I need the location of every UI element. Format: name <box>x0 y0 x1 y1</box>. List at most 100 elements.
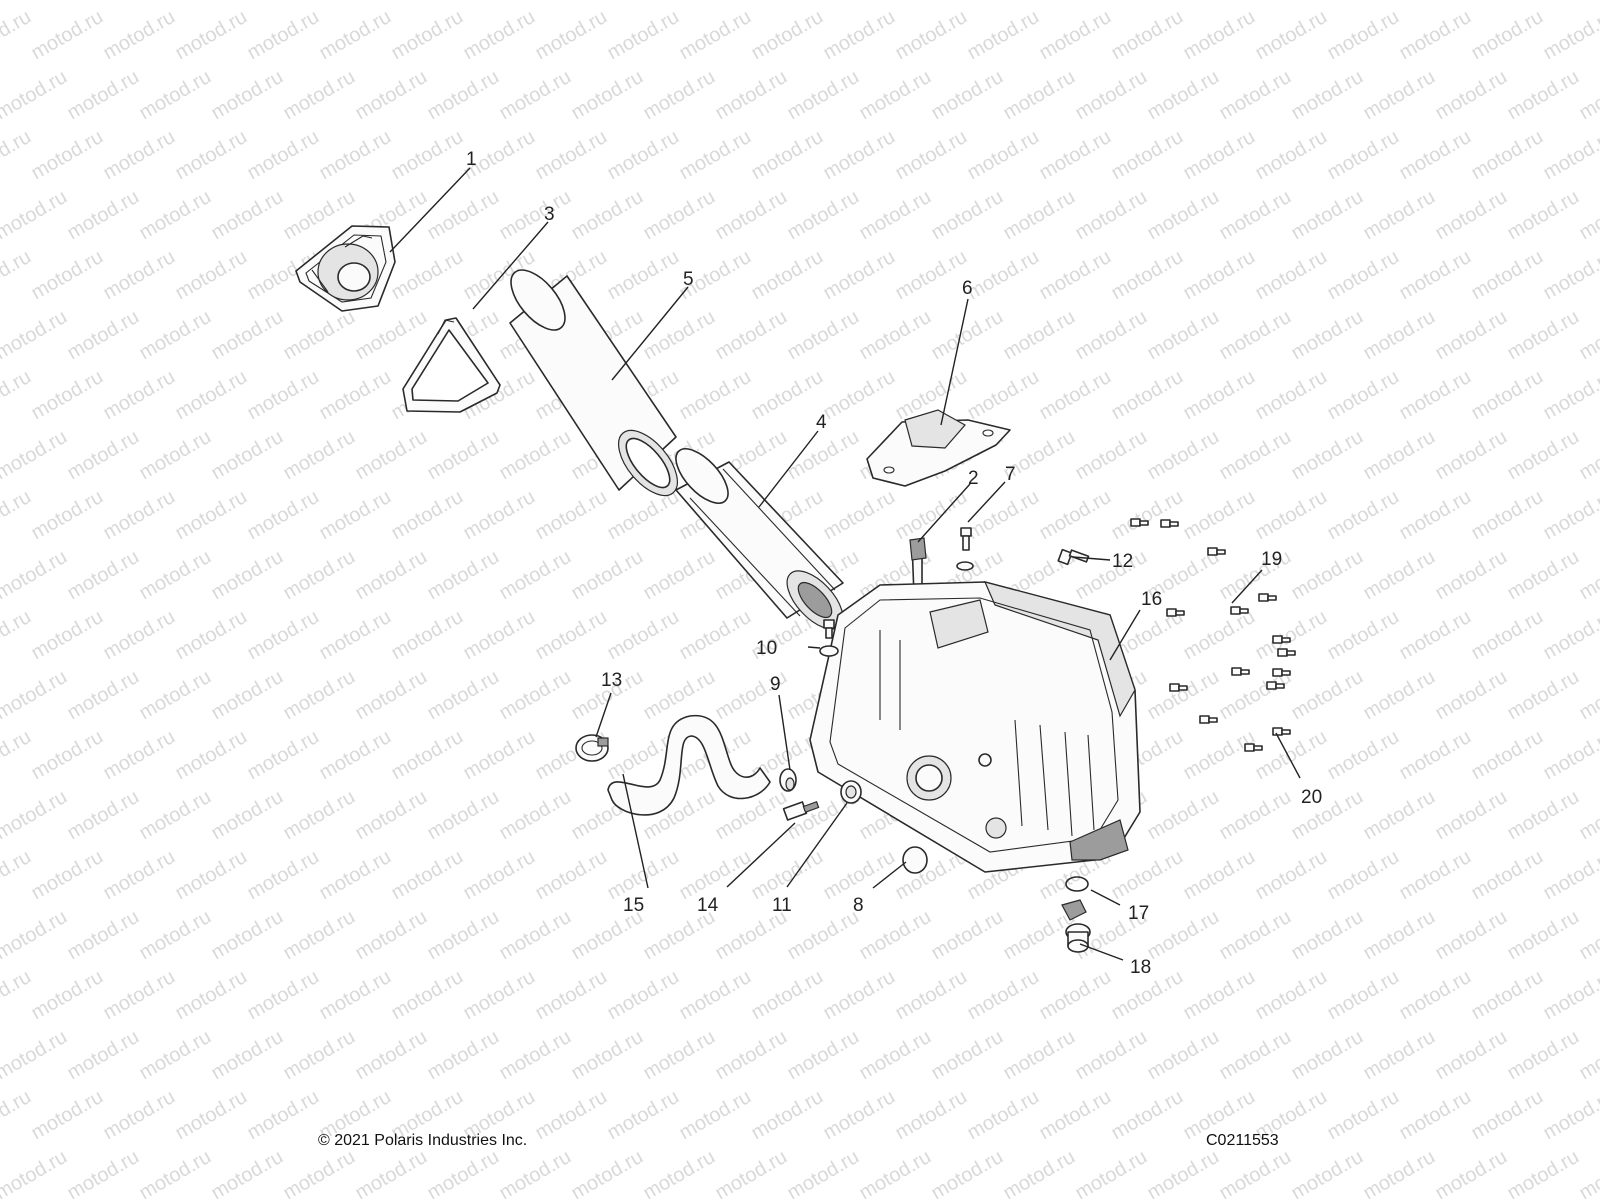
watermark-text: motod.ru <box>820 966 899 1025</box>
callout-5: 5 <box>683 269 694 290</box>
watermark-text: motod.ru <box>1360 306 1439 365</box>
watermark-text: motod.ru <box>1108 486 1187 545</box>
watermark-text: motod.ru <box>136 66 215 125</box>
watermark-text: motod.ru <box>100 606 179 665</box>
watermark-text: motod.ru <box>1504 426 1583 485</box>
watermark-text: motod.ru <box>208 426 287 485</box>
watermark-text: motod.ru <box>1576 426 1600 485</box>
watermark-text: motod.ru <box>1360 666 1439 725</box>
watermark-text: motod.ru <box>1540 246 1600 305</box>
watermark-text: motod.ru <box>496 906 575 965</box>
watermark-text: motod.ru <box>1072 1146 1151 1200</box>
watermark-text: motod.ru <box>568 1026 647 1085</box>
watermark-text: motod.ru <box>388 6 467 65</box>
watermark-text: motod.ru <box>1324 366 1403 425</box>
watermark-text: motod.ru <box>1180 486 1259 545</box>
watermark-text: motod.ru <box>496 0 575 4</box>
watermark-text: motod.ru <box>28 366 107 425</box>
watermark-text: motod.ru <box>352 1146 431 1200</box>
watermark-text: motod.ru <box>244 6 323 65</box>
watermark-text: motod.ru <box>28 6 107 65</box>
watermark-text: motod.ru <box>1360 786 1439 845</box>
callout-16: 16 <box>1141 589 1162 610</box>
watermark-text: motod.ru <box>208 66 287 125</box>
watermark-text: motod.ru <box>1144 906 1223 965</box>
watermark-text: motod.ru <box>712 66 791 125</box>
watermark-text: motod.ru <box>1576 66 1600 125</box>
watermark-text: motod.ru <box>352 786 431 845</box>
watermark-text: motod.ru <box>100 6 179 65</box>
callout-10: 10 <box>756 638 777 659</box>
watermark-text: motod.ru <box>388 966 467 1025</box>
watermark-text: motod.ru <box>64 1026 143 1085</box>
watermark-text: motod.ru <box>0 1146 71 1200</box>
watermark-text: motod.ru <box>1576 1026 1600 1085</box>
watermark-text: motod.ru <box>1108 1086 1187 1145</box>
watermark-text: motod.ru <box>820 366 899 425</box>
screw <box>1160 519 1179 528</box>
copyright-notice: © 2021 Polaris Industries Inc. <box>318 1132 528 1149</box>
watermark-text: motod.ru <box>1396 6 1475 65</box>
watermark-text: motod.ru <box>784 66 863 125</box>
watermark-text: motod.ru <box>316 846 395 905</box>
screw <box>1244 743 1263 752</box>
watermark-text: motod.ru <box>1576 786 1600 845</box>
watermark-text: motod.ru <box>208 666 287 725</box>
callout-20: 20 <box>1301 787 1322 808</box>
watermark-text: motod.ru <box>1216 786 1295 845</box>
watermark-text: motod.ru <box>1324 606 1403 665</box>
watermark-text: motod.ru <box>100 846 179 905</box>
watermark-text: motod.ru <box>1396 1086 1475 1145</box>
callout-4: 4 <box>816 412 827 433</box>
watermark-text: motod.ru <box>28 1086 107 1145</box>
watermark-text: motod.ru <box>0 786 71 845</box>
watermark-text: motod.ru <box>1108 366 1187 425</box>
watermark-text: motod.ru <box>1468 726 1547 785</box>
watermark-text: motod.ru <box>352 426 431 485</box>
watermark-text: motod.ru <box>424 666 503 725</box>
watermark-text: motod.ru <box>1576 1146 1600 1200</box>
watermark-text: motod.ru <box>1180 846 1259 905</box>
watermark-text: motod.ru <box>0 726 35 785</box>
watermark-text: motod.ru <box>1288 1026 1367 1085</box>
watermark-text: motod.ru <box>1000 1026 1079 1085</box>
watermark-text: motod.ru <box>1396 486 1475 545</box>
watermark-text: motod.ru <box>928 306 1007 365</box>
watermark-text: motod.ru <box>1468 846 1547 905</box>
watermark-text: motod.ru <box>676 966 755 1025</box>
watermark-text: motod.ru <box>676 606 755 665</box>
watermark-text: motod.ru <box>496 546 575 605</box>
watermark-text: motod.ru <box>28 606 107 665</box>
watermark-text: motod.ru <box>28 726 107 785</box>
watermark-text: motod.ru <box>460 726 539 785</box>
watermark-text: motod.ru <box>928 1146 1007 1200</box>
watermark-text: motod.ru <box>208 786 287 845</box>
watermark-text: motod.ru <box>0 966 35 1025</box>
watermark-text: motod.ru <box>1576 306 1600 365</box>
watermark-text: motod.ru <box>532 486 611 545</box>
watermark-text: motod.ru <box>496 666 575 725</box>
callout-labels: 1 2 3 4 5 6 7 8 9 10 11 12 13 14 15 16 1… <box>466 149 1322 978</box>
watermark-text: motod.ru <box>820 486 899 545</box>
part-1-intake-boot <box>295 225 396 312</box>
part-16-airbox-housing <box>809 581 1141 873</box>
watermark-text: motod.ru <box>0 546 71 605</box>
watermark-text: motod.ru <box>1504 906 1583 965</box>
watermark-text: motod.ru <box>1036 366 1115 425</box>
watermark-text: motod.ru <box>316 366 395 425</box>
part-8-plug <box>902 846 928 874</box>
watermark-text: motod.ru <box>280 666 359 725</box>
watermark-text: motod.ru <box>1360 1026 1439 1085</box>
watermark-text: motod.ru <box>1180 966 1259 1025</box>
watermark-text: motod.ru <box>136 426 215 485</box>
watermark-text: motod.ru <box>1360 906 1439 965</box>
watermark-text: motod.ru <box>784 1026 863 1085</box>
watermark-text: motod.ru <box>892 1086 971 1145</box>
watermark-text: motod.ru <box>1288 666 1367 725</box>
watermark-text: motod.ru <box>1504 786 1583 845</box>
watermark-text: motod.ru <box>748 246 827 305</box>
watermark-text: motod.ru <box>1504 66 1583 125</box>
watermark-text: motod.ru <box>1576 906 1600 965</box>
callout-1: 1 <box>466 149 477 170</box>
watermark-text: motod.ru <box>640 0 719 4</box>
